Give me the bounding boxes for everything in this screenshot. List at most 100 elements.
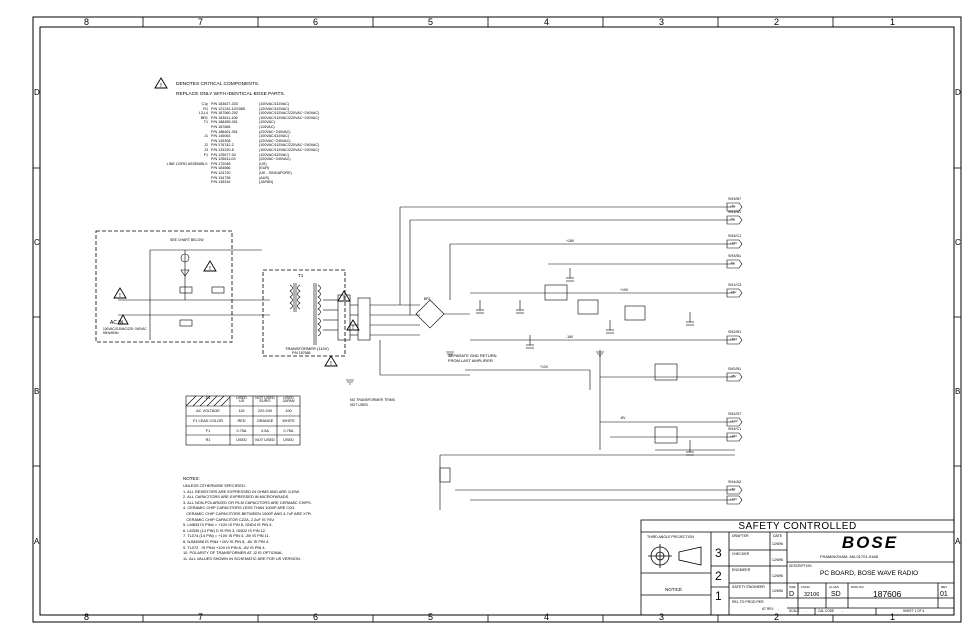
zone-col-8-top: 8 [84, 17, 90, 27]
voltage-table-cell: F1 [205, 429, 211, 433]
critical-part-voltage: (100VAC/115VAC/220VAC~240VAC) [259, 115, 320, 120]
ac-in-label: AC IN [110, 320, 124, 326]
zone-col-3-top: 3 [659, 17, 665, 27]
voltage-table-cell: F1 LEAD COLOR [193, 419, 223, 423]
box-note: SEE CHART BELOW [170, 238, 204, 242]
zone-row-b-right: B [955, 387, 961, 396]
fscm-label: FSCM [801, 585, 810, 589]
svg-text:!: ! [343, 296, 345, 302]
net-label-1: +5V [730, 204, 736, 208]
voltage-table-cell: 0.5A [261, 429, 269, 433]
zone-col-3-bottom: 3 [659, 612, 665, 622]
rail-plus10: +10V [620, 288, 629, 292]
date-3: 12/6/96 [772, 574, 783, 578]
critical-part-number: P/N 145316 [211, 180, 231, 185]
critical-part-voltage: (100VAC/115VAC/220VAC~240VAC) [259, 147, 320, 152]
no-transformer-label-2: NOT USED [350, 403, 369, 407]
fscm-value: 32106 [804, 592, 820, 598]
zone-col-8-bottom: 8 [84, 612, 90, 622]
date-4: 12/6/96 [772, 589, 783, 593]
voltage-table-cell: USED [236, 438, 247, 442]
zone-col-1-bottom: 1 [890, 612, 896, 622]
third-angle-label: THIRD ANGLE PROJECTION [647, 535, 694, 539]
zone-row-b-left: B [34, 387, 40, 396]
note-line: 4. CERAMIC CHIP CAPACITORS LESS THAN 100… [183, 505, 296, 511]
critical-part-ref: T1 [203, 120, 208, 125]
critical-part-number: P/N 176742-2 [211, 143, 234, 148]
critical-part-voltage: (US) [259, 161, 267, 166]
critical-part-row: P/N 145308(220VAC~240VAC) [130, 139, 350, 144]
zone-col-4-top: 4 [544, 17, 550, 27]
sheet-of: SHEET 1 OF 4 [903, 609, 925, 613]
note-line: 7. TL074 (14 PIN) = +10V IS PIN 4, -8V I… [183, 533, 270, 539]
voltage-table-cell: USED [283, 438, 294, 442]
voltage-table-cell: NOT USED [255, 396, 275, 400]
svg-text:!: ! [209, 266, 211, 272]
sh-label-2: SH3/B1 [728, 210, 742, 214]
note-line: 2. ALL CAPACITORS ARE EXPRESSED IN MICRO… [183, 494, 290, 500]
zone-col-2-top: 2 [774, 17, 780, 27]
sh-label-3: SH3/C1 [728, 234, 742, 238]
zone-col-1-top: 1 [890, 17, 896, 27]
level-3: 3 [715, 546, 722, 560]
zone-row-a-right: A [955, 537, 961, 546]
zone-row-d-left: D [34, 88, 40, 97]
voltage-table-cell: WHITE [282, 419, 295, 423]
net-label-5: -18V [730, 290, 737, 294]
net-label-9: +28V [730, 434, 738, 438]
net-label-11: +12V [730, 497, 738, 501]
critical-part-row: P/N 124720(UK - SINGAPORE) [130, 171, 350, 176]
voltage-table-cell: 100 [285, 409, 292, 413]
voltage-table-cell: USED [236, 396, 247, 400]
voltage-table-cell: 0.75A [236, 429, 247, 433]
critical-part-number: P/N 134738 [211, 175, 231, 180]
sh-label-7: SH2/B1 [728, 367, 742, 371]
transformer-ref: T1 [298, 273, 304, 278]
note-line: 5. LM833 IS PIN4 = +10V IS PIN 8, GND4 I… [183, 522, 273, 528]
bridge-label: BR1 [424, 297, 431, 301]
critical-part-voltage: (100VAC/115VAC/220VAC~240VAC) [259, 143, 320, 148]
critical-part-voltage: (100VAC/115VAC/220VAC~240VAC) [259, 111, 320, 116]
critical-part-number: P/N 188461-001 [211, 129, 238, 134]
rail-pos18: +18V [566, 239, 575, 243]
critical-part-row: P/N 184566(EUR) [130, 166, 350, 171]
note-line: CERAMIC CHIP CAPACITORS BETWEEN 1000P AN… [183, 510, 312, 516]
zone-col-5-top: 5 [428, 17, 434, 27]
critical-part-voltage: (100VAC/115VAC) [259, 102, 290, 106]
sh-label-1: SH3/B7 [728, 197, 742, 201]
voltage-table-header: JAPAN [282, 399, 295, 403]
critical-part-number: P/N 183627-033 [211, 102, 238, 106]
voltage-table-cell: AC VOLTAGE [196, 409, 220, 413]
net-label-10: +6V [730, 487, 736, 491]
scale-value: - [806, 609, 808, 613]
critical-heading-2: REPLACE ONLY WITH IDENTICAL BOSE PARTS. [176, 92, 286, 97]
critical-part-number: P/N 187560-292 [211, 111, 238, 116]
sh-label-6: SH2/B1 [728, 330, 742, 334]
rev-value: 01 [940, 591, 948, 598]
notice-label: NOTICE [665, 587, 683, 592]
voltage-table-cell: D1 [205, 396, 211, 400]
voltage-table-header: EURO [259, 399, 271, 403]
notes-title: NOTES: [183, 476, 200, 481]
critical-part-row: P/N 187665(115VAC) [130, 125, 350, 130]
critical-part-voltage: (220VAC~240VAC) [259, 157, 291, 162]
voltage-table-header: US [238, 399, 245, 403]
critical-part-ref: LINE CORD ASSEMBLY: [166, 161, 208, 166]
critical-part-voltage: (UK - SINGAPORE) [259, 170, 292, 175]
critical-part-row: P/N 134738(AUS) [130, 176, 350, 181]
critical-part-voltage: (100VAC) [259, 120, 275, 125]
critical-part-voltage: (120VAC/115VAC) [259, 106, 290, 111]
note-line: 3. ALL NON-POLARIZED OR FILM CAPACITORS … [183, 499, 312, 505]
voltage-table-cell: 220-240 [258, 409, 272, 413]
sh-label-9: SH4/C1 [728, 427, 742, 431]
dwg-number: 187606 [873, 589, 902, 599]
bose-address: FRAMINGHAM, MA 01701-9168 [820, 554, 878, 559]
svg-text:!: ! [352, 325, 354, 331]
